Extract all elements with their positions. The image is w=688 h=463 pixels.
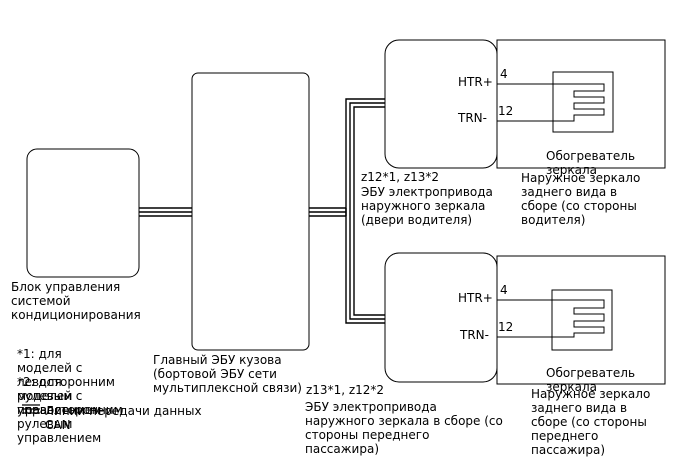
driver-mirror-ecu-box [384, 39, 498, 169]
driver-htr-pin-number: 4 [500, 67, 508, 81]
main-body-ecu-label: Главный ЭБУ кузова (бортовой ЭБУ сети му… [153, 353, 302, 395]
passenger-mirror-ecu-box [384, 252, 498, 383]
driver-heater-box [552, 71, 614, 133]
can-legend-symbol [22, 404, 40, 414]
main-body-ecu-box [191, 72, 310, 351]
driver-heater-element [497, 83, 605, 122]
driver-ecu-code: z12*1, z13*2 [361, 170, 440, 184]
footnote-lhd: *1: для моделей с левосторонним рулевым … [17, 347, 115, 417]
driver-mirror-assembly-label: Наружное зеркало заднего вида в сборе (с… [521, 171, 641, 227]
passenger-htr-pin-number: 4 [500, 283, 508, 297]
passenger-ecu-label: ЭБУ электропривода наружного зеркала в с… [305, 400, 503, 456]
driver-htr-pin-name: HTR+ [458, 75, 493, 89]
driver-ecu-label: ЭБУ электропривода наружного зеркала (дв… [361, 185, 493, 227]
driver-trn-pin-number: 12 [498, 104, 513, 118]
footnote-rhd: *2: для моделей с правосторонним рулевым… [17, 375, 123, 445]
can-bus-aircon-main [139, 207, 192, 217]
passenger-heater-element [497, 299, 605, 338]
can-legend-label: Линии передачи данных CAN [45, 404, 202, 432]
aircon-ecu-box [26, 148, 140, 278]
passenger-heater-label: Обогреватель зеркала [546, 366, 636, 394]
passenger-htr-pin-name: HTR+ [458, 291, 493, 305]
passenger-mirror-assembly-box [496, 255, 666, 385]
driver-heater-label: Обогреватель зеркала [546, 149, 636, 177]
passenger-heater-box [551, 289, 613, 351]
can-bus-to-driver-ecu [345, 98, 385, 216]
can-bus-to-passenger-ecu [345, 208, 385, 324]
passenger-ecu-code: z13*1, z12*2 [306, 383, 385, 397]
driver-mirror-assembly-box [496, 39, 666, 169]
can-bus-main-trunk [309, 207, 346, 217]
passenger-trn-pin-name: TRN- [459, 328, 489, 342]
passenger-mirror-assembly-label: Наружное зеркало заднего вида в сборе (с… [531, 387, 651, 457]
passenger-trn-pin-number: 12 [498, 320, 513, 334]
aircon-ecu-label: Блок управления системой кондиционирован… [11, 280, 141, 322]
driver-trn-pin-name: TRN- [457, 111, 487, 125]
